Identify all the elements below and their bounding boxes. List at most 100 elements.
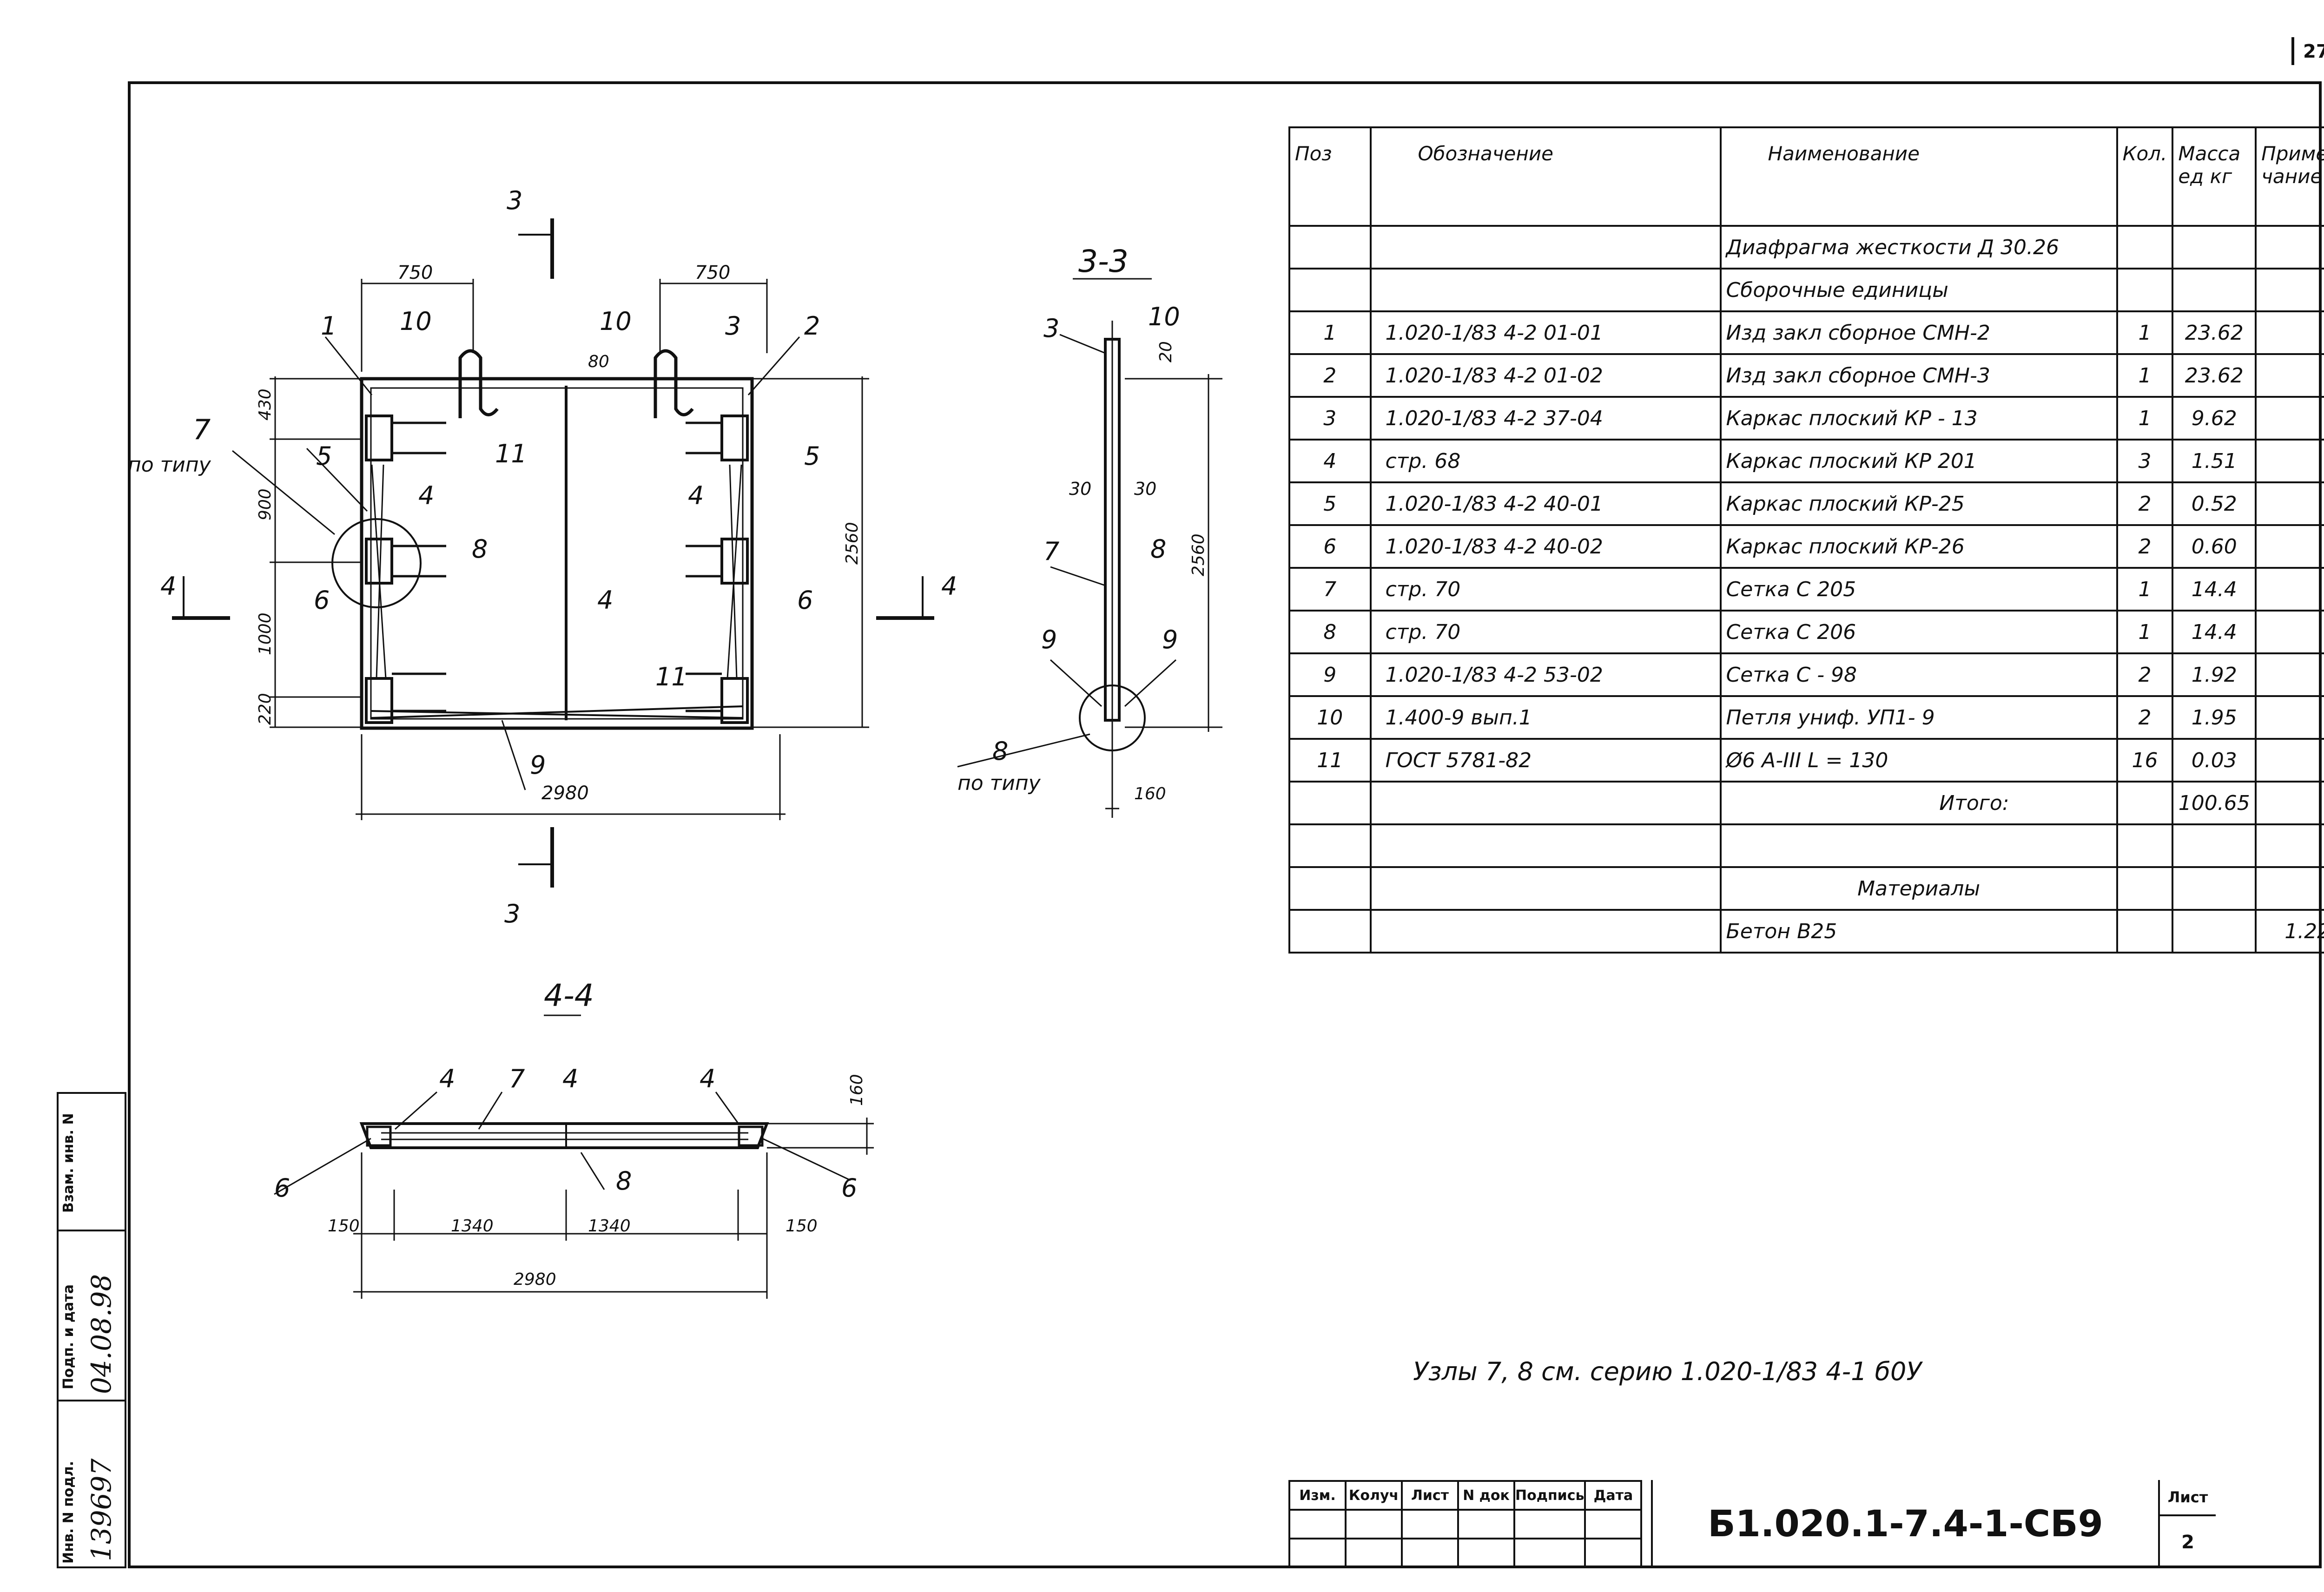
spec-cell-qty: 2	[2116, 481, 2174, 526]
spec-cell-pos: 6	[1288, 524, 1372, 569]
svg-text:1: 1	[321, 311, 337, 341]
svg-text:150: 150	[786, 1217, 818, 1236]
spec-cell-note	[2255, 310, 2324, 355]
page-number-mark	[2291, 37, 2294, 65]
svg-text:20: 20	[1156, 341, 1175, 362]
inv-label: Инв. N подл.	[60, 1460, 77, 1564]
spec-cell-qty: 1	[2116, 567, 2174, 612]
spec-cell-designation: стр. 70	[1369, 567, 1722, 612]
svg-text:80: 80	[588, 352, 609, 371]
svg-text:2980: 2980	[541, 783, 589, 804]
spec-cell-mass: 14.4	[2172, 610, 2257, 654]
total-value: 100.65	[2172, 781, 2257, 825]
spec-cell-mass: 1.95	[2172, 695, 2257, 740]
svg-text:4: 4	[941, 572, 957, 601]
spec-cell-designation: 1.400-9 вып.1	[1369, 695, 1722, 740]
spec-section-row: Диафрагма жесткости Д 30.26	[1288, 225, 2324, 270]
inv-cell	[57, 1400, 126, 1568]
spec-cell-mass: 0.03	[2172, 738, 2257, 783]
spec-cell-designation: 1.020-1/83 4-2 37-04	[1369, 396, 1722, 441]
svg-text:4: 4	[597, 585, 613, 615]
section-3-3	[957, 278, 1222, 818]
spec-total-row: Итого: 100.65	[1288, 781, 2324, 825]
svg-text:4: 4	[160, 572, 176, 601]
svg-text:220: 220	[256, 693, 275, 725]
elevation-labels: 3 3 4 4 750 750 80 1 2 3 10 10 11 11 4 4…	[128, 186, 957, 928]
total-label: Итого:	[1719, 781, 2118, 825]
spec-cell-qty: 2	[2116, 695, 2174, 740]
svg-text:1340: 1340	[588, 1217, 631, 1236]
spec-cell-designation: 1.020-1/83 4-2 01-01	[1369, 310, 1722, 355]
svg-text:6: 6	[274, 1173, 290, 1203]
svg-text:4: 4	[700, 1064, 715, 1093]
svg-text:2560: 2560	[843, 522, 862, 565]
replace-label: Взам. инв. N	[60, 1113, 77, 1213]
svg-text:5: 5	[316, 441, 332, 471]
svg-text:10: 10	[1148, 302, 1180, 331]
svg-text:9: 9	[530, 750, 546, 780]
spec-cell-pos: 1	[1288, 310, 1372, 355]
specification-table: Поз Обозначение Наименование Кол. Масса …	[1288, 126, 2324, 954]
title-block: Изм. Колуч Лист N док Подпись Дата Б1.02…	[1288, 1480, 2309, 1568]
rev-col-izm: Изм.	[1288, 1480, 1347, 1511]
svg-text:по типу: по типу	[957, 771, 1041, 795]
svg-text:4: 4	[418, 481, 434, 510]
svg-text:1000: 1000	[256, 612, 275, 655]
svg-text:7: 7	[1043, 537, 1059, 566]
spec-cell-qty: 1	[2116, 353, 2174, 398]
svg-text:7: 7	[509, 1064, 525, 1093]
spec-cell-mass: 0.60	[2172, 524, 2257, 569]
elevation-view	[172, 218, 934, 888]
assemblies-title: Сборочные единицы	[1719, 268, 2118, 312]
spec-cell-pos: 11	[1288, 738, 1372, 783]
revision-table: Изм. Колуч Лист N док Подпись Дата	[1288, 1480, 1643, 1568]
sheet-cell: Лист 2	[2160, 1480, 2216, 1568]
svg-text:430: 430	[256, 388, 275, 421]
svg-text:по типу: по типу	[128, 453, 211, 477]
svg-text:10: 10	[600, 307, 632, 336]
spec-cell-designation: стр. 68	[1369, 439, 1722, 483]
svg-text:2: 2	[804, 311, 820, 341]
svg-text:160: 160	[847, 1074, 866, 1106]
svg-text:10: 10	[400, 307, 432, 336]
svg-text:3: 3	[1043, 314, 1059, 343]
spec-cell-note	[2255, 524, 2324, 569]
spec-cell-qty: 16	[2116, 738, 2174, 783]
spec-cell-note	[2255, 567, 2324, 612]
svg-text:11: 11	[495, 439, 527, 468]
spec-cell-mass: 1.92	[2172, 652, 2257, 697]
document-code: Б1.020.1-7.4-1-СБ9	[1651, 1480, 2160, 1568]
spec-cell-pos: 7	[1288, 567, 1372, 612]
spec-cell-designation: стр. 70	[1369, 610, 1722, 654]
svg-text:11: 11	[655, 662, 687, 691]
nodes-note: Узлы 7, 8 см. серию 1.020-1/83 4-1 б0У	[1413, 1357, 1922, 1386]
spec-cell-qty: 2	[2116, 652, 2174, 697]
spec-cell-name: Изд закл сборное СМН-3	[1719, 353, 2118, 398]
svg-text:6: 6	[314, 585, 330, 615]
spec-cell-note	[2255, 610, 2324, 654]
spec-cell-name: Каркас плоский КР 201	[1719, 439, 2118, 483]
section-title: Диафрагма жесткости Д 30.26	[1719, 225, 2118, 270]
svg-text:3: 3	[504, 899, 520, 928]
spec-materials-row: Материалы	[1288, 866, 2324, 911]
spec-cell-qty: 1	[2116, 310, 2174, 355]
materials-title: Материалы	[1719, 866, 2118, 911]
spec-cell-pos: 10	[1288, 695, 1372, 740]
svg-text:9: 9	[1162, 625, 1178, 654]
sheet-label: Лист	[2160, 1480, 2216, 1516]
spec-cell-name: Сетка С 206	[1719, 610, 2118, 654]
spec-cell-pos: 4	[1288, 439, 1372, 483]
svg-text:8: 8	[472, 534, 488, 564]
spec-cell-pos: 5	[1288, 481, 1372, 526]
spec-cell-name: Каркас плоский КР-26	[1719, 524, 2118, 569]
sign-value: 04.08.98	[86, 1274, 117, 1394]
spec-empty-row	[1288, 823, 2324, 868]
spec-cell-pos: 3	[1288, 396, 1372, 441]
section-4-4-labels: 4-4 4 7 4 4 8 6 6 160 150 1340 1340 150 …	[274, 978, 866, 1289]
